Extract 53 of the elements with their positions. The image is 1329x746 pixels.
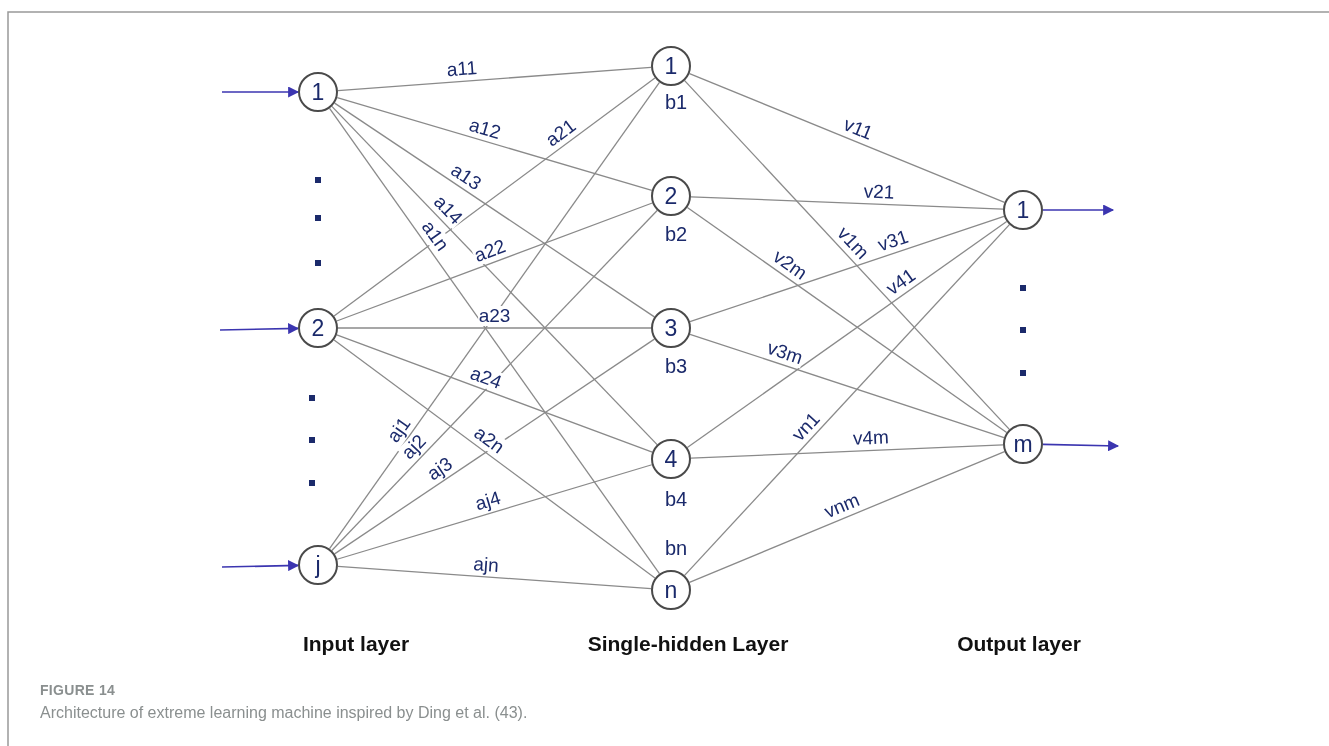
neuron-circle [298, 308, 338, 348]
connection-line [337, 66, 652, 92]
arrow [219, 323, 300, 335]
connection-line [688, 451, 1006, 583]
neuron-circle [1003, 424, 1043, 464]
figure-caption: Architecture of extreme learning machine inspired by Ding et al. (43). [40, 704, 528, 722]
neuron-circle [651, 439, 691, 479]
bias-label: b2 [664, 222, 688, 246]
connection-line [689, 215, 1005, 323]
neuron-circle [651, 176, 691, 216]
connection-line [336, 97, 653, 191]
node-label: j [315, 553, 321, 577]
node-label: n [664, 578, 678, 602]
connection-line [684, 80, 1010, 430]
arrow [1042, 204, 1115, 216]
connection-line [331, 209, 658, 552]
connection-line [337, 327, 652, 329]
neuron-circle [298, 72, 338, 112]
connection-line [336, 464, 653, 560]
node-label: 4 [664, 447, 678, 471]
neuron-circle [651, 46, 691, 86]
bias-label: b3 [664, 354, 688, 378]
connection-line [688, 72, 1006, 204]
connection-line [689, 333, 1005, 439]
bias-label: b1 [664, 90, 688, 114]
node-label: m [1013, 432, 1033, 456]
edge-label: a23 [477, 306, 512, 326]
arrow [221, 560, 300, 572]
connection-line [336, 202, 653, 322]
bias-label: b4 [664, 487, 688, 511]
connection-line [683, 224, 1011, 576]
node-label: 3 [664, 316, 678, 340]
connection-line [331, 105, 658, 446]
layer-label: Output layer [957, 632, 1081, 656]
node-label: 2 [311, 316, 325, 340]
node-label: 1 [1016, 198, 1030, 222]
connection-line [337, 565, 652, 590]
neuron-circle [651, 570, 691, 610]
connection-line [336, 334, 653, 453]
connection-line [690, 196, 1004, 210]
neuron-circle [1003, 190, 1043, 230]
arrow [221, 86, 300, 98]
figure-number: FIGURE 14 [40, 682, 116, 698]
neuron-circle [298, 545, 338, 585]
layer-label: Single-hidden Layer [587, 632, 789, 656]
arrow [1042, 440, 1120, 452]
connection-line [690, 444, 1004, 459]
layer-label: Input layer [302, 632, 410, 656]
node-label: 1 [311, 80, 325, 104]
neuron-circle [651, 308, 691, 348]
node-label: 1 [664, 54, 678, 78]
node-label: 2 [664, 184, 678, 208]
bias-label: bn [664, 536, 688, 560]
